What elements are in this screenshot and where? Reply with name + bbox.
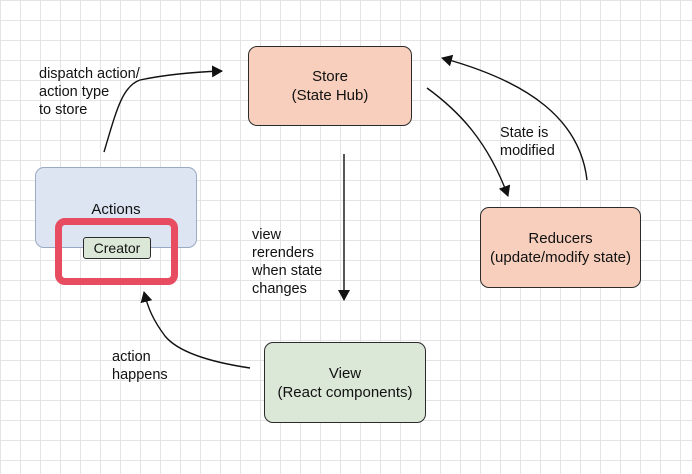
view-node: View (React components) (264, 342, 426, 423)
actions-node: Actions (35, 167, 197, 248)
label-view-rerenders: view rerenders when state changes (252, 226, 322, 298)
reducers-node: Reducers (update/modify state) (480, 207, 641, 288)
label-line: to store (39, 102, 88, 118)
label-line: action (112, 349, 151, 365)
label-line: happens (112, 367, 168, 383)
label-line: dispatch action/ (39, 66, 140, 82)
arrow-reducers-to-store (441, 54, 588, 181)
label-line: modified (500, 143, 555, 159)
label-dispatch-action: dispatch action/ action type to store (39, 65, 140, 119)
label-action-happens: action happens (112, 348, 168, 384)
view-subtitle: (React components) (277, 383, 413, 401)
store-title: Store (312, 68, 348, 85)
reducers-subtitle: (update/modify state) (490, 248, 631, 266)
creator-highlight (55, 218, 178, 285)
label-line: State is (500, 125, 549, 141)
reducers-title: Reducers (528, 229, 593, 247)
arrow-actions-to-store (103, 65, 223, 153)
label-line: rerenders (252, 245, 315, 261)
actions-title: Actions (91, 201, 141, 218)
label-state-modified: State is modified (500, 124, 555, 160)
view-title: View (328, 364, 362, 382)
label-line: changes (252, 281, 307, 297)
arrow-view-to-creator (140, 291, 251, 369)
label-line: action type (39, 84, 110, 100)
store-node: Store (State Hub) (248, 46, 412, 126)
label-line: view (252, 227, 282, 243)
creator-box: Creator (83, 237, 151, 259)
store-subtitle: (State Hub) (291, 87, 369, 104)
label-line: when state (252, 263, 323, 279)
arrow-store-to-reducers (426, 87, 511, 197)
